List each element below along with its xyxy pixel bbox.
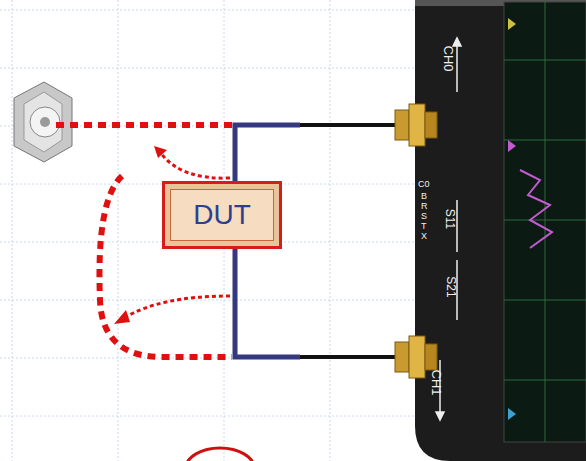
node-label: DUT [193, 199, 251, 231]
menu-letter: X [421, 232, 427, 241]
dut-box: DUT [162, 181, 282, 249]
marker [508, 408, 516, 420]
sma-connector [395, 104, 437, 146]
marker [508, 18, 516, 30]
trace [520, 170, 552, 248]
menu-letter: S [421, 212, 427, 221]
port-label: S21 [445, 276, 457, 297]
menu-letter: R [421, 202, 428, 211]
screen-grid [504, 2, 586, 442]
menu-letter: T [421, 222, 427, 231]
cable [300, 355, 405, 359]
port-label: CH1 [430, 369, 443, 395]
cable [300, 123, 405, 127]
arrowhead [114, 310, 130, 324]
arrowhead [154, 146, 167, 158]
port-arrows [436, 38, 461, 420]
screen [504, 2, 586, 442]
vna-body [415, 0, 586, 461]
highlight-circle [186, 448, 254, 461]
marker [508, 140, 516, 152]
port-label: S11 [444, 209, 456, 229]
port-label: CH0 [442, 45, 455, 71]
menu-letter: B [421, 192, 427, 201]
menu-letter: C0 [418, 180, 430, 189]
